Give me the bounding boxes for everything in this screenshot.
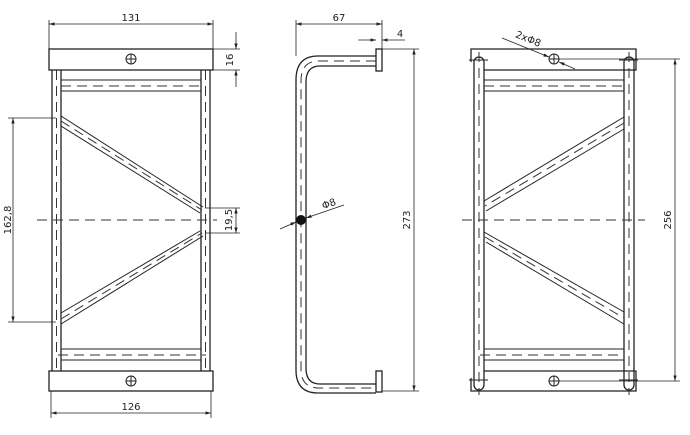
dim-height: 273	[402, 210, 413, 229]
back-view: 2xΦ8 256	[462, 30, 680, 395]
dim-rod-diameter: Φ8	[321, 197, 338, 212]
side-view: 67 4 Φ8 273	[279, 13, 419, 394]
dim-holes: 2xΦ8	[514, 30, 543, 50]
dim-hole-spacing: 256	[663, 210, 674, 229]
dim-center-gap: 19,5	[224, 209, 235, 231]
front-top-hole-icon	[125, 53, 137, 65]
front-top-plate	[48, 48, 214, 71]
dim-top-width: 131	[121, 13, 140, 24]
back-bottom-hole-icon	[548, 375, 560, 387]
side-bottom-end-plate	[375, 370, 383, 393]
dim-bottom-width: 126	[121, 402, 140, 413]
front-bottom-hole-icon	[125, 375, 137, 387]
dim-diagonal-span: 162,8	[3, 206, 14, 235]
rod-section-marker	[296, 215, 306, 225]
dim-depth: 67	[333, 13, 346, 24]
back-top-hole-icon	[548, 53, 560, 65]
dim-plate-thickness: 4	[397, 29, 403, 40]
side-top-end-plate	[375, 48, 383, 72]
front-view: 131 16 126 162,8 19,5	[3, 13, 240, 418]
front-bottom-plate	[48, 370, 214, 392]
dim-plate-height: 16	[225, 54, 236, 67]
